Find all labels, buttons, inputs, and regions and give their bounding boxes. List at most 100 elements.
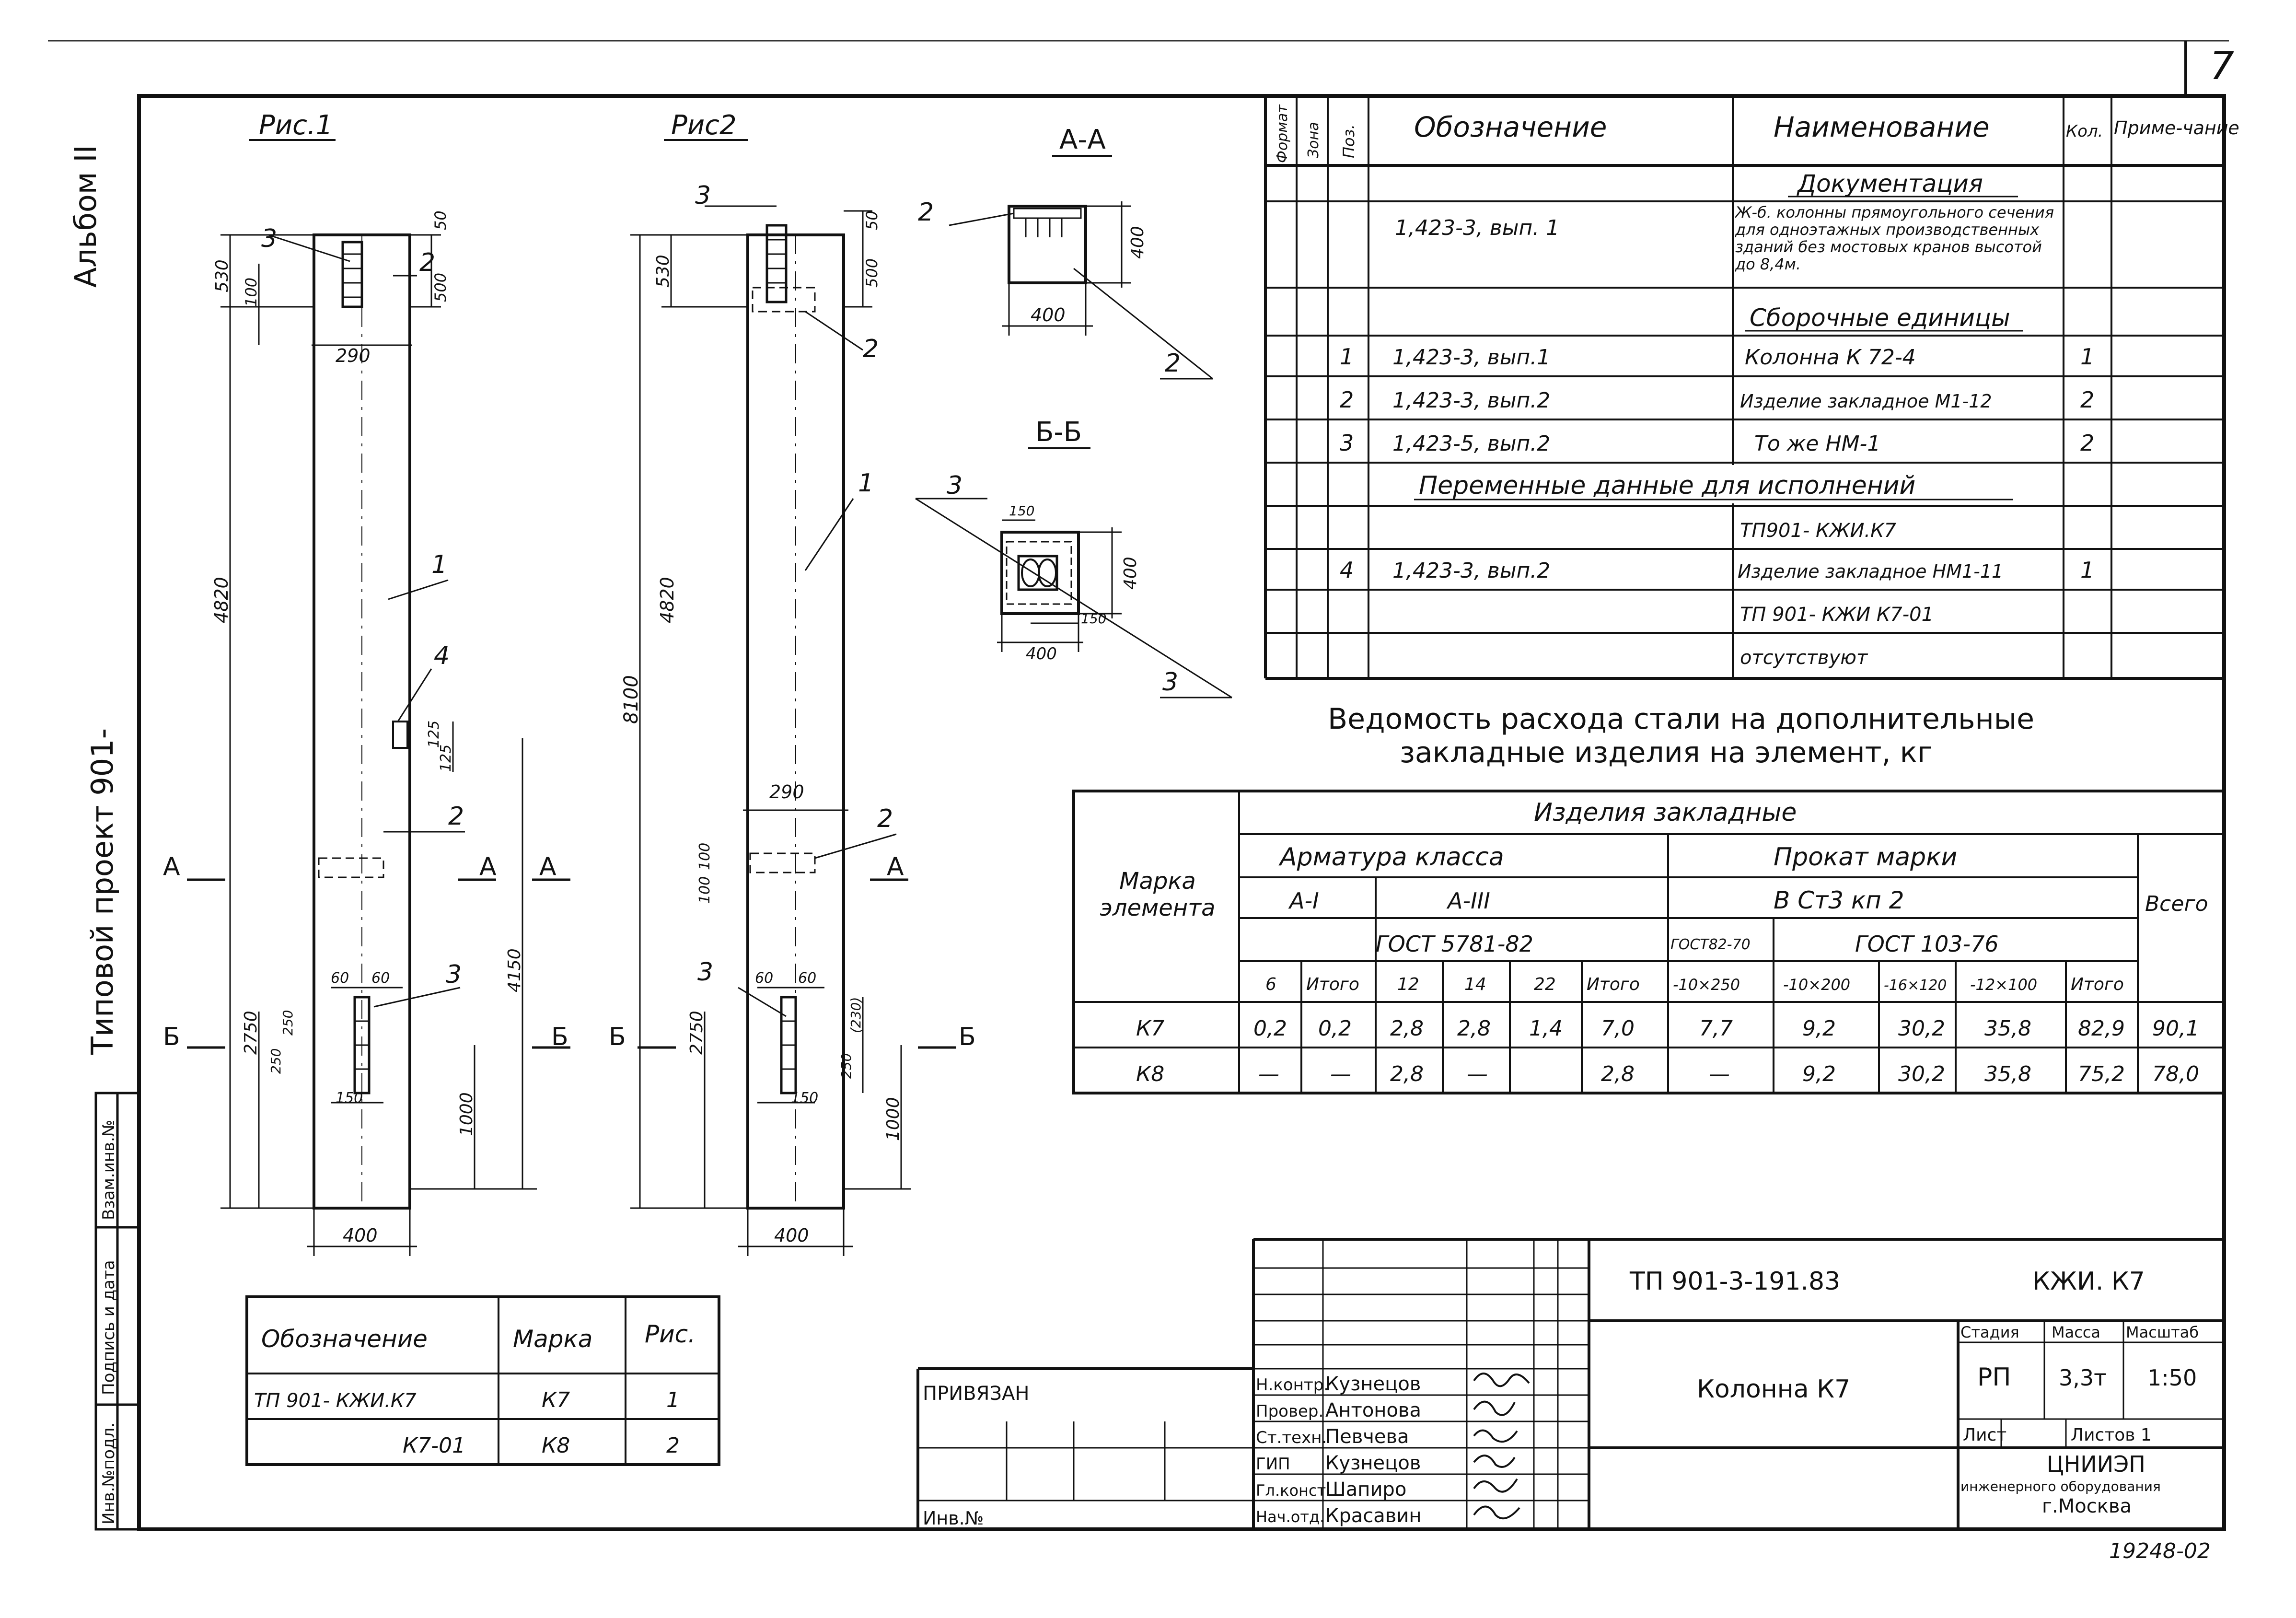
- spec-var-row2-qty: 1: [2080, 557, 2094, 583]
- left-stamp: [94, 1092, 140, 1531]
- steel-k7-mark: К7: [1136, 1016, 1164, 1041]
- steel-k7-v7: 9,2: [1802, 1016, 1836, 1041]
- steel-row-k8: К8 — — 2,8 — 2,8 — 9,2 30,2 35,8 75,2 78…: [1136, 1062, 2199, 1086]
- spec-header-name: Наименование: [1774, 111, 1990, 143]
- fig2-dim-1000: 1000: [883, 1097, 903, 1141]
- steel-k7-v10: 82,9: [2078, 1016, 2125, 1041]
- section-bb-title: Б-Б: [1035, 417, 1082, 448]
- steel-k7-v3: 2,8: [1457, 1016, 1491, 1041]
- section-aa: А-А 400 400 2 2: [918, 124, 1213, 380]
- section-aa-leader-2a: 2: [918, 198, 934, 227]
- stamp-sign-date: Подпись и дата: [99, 1260, 118, 1395]
- figure-2: Рис2: [532, 110, 976, 1256]
- stamp-vzam-inv: Взам.инв.№: [99, 1120, 118, 1220]
- fig1-dim-530: 530: [212, 259, 232, 292]
- fig2-leader-1: 1: [858, 469, 874, 498]
- title-block: ТП 901-3-191.83 КЖИ. К7 Колонна К7 Стади…: [916, 1238, 2224, 1529]
- section-aa-leader-2b: 2: [1165, 349, 1181, 378]
- steel-k8-v2: 2,8: [1390, 1062, 1424, 1086]
- steel-k8-v7: 9,2: [1802, 1062, 1836, 1086]
- fig2-leader-2a: 2: [863, 335, 879, 363]
- steel-gost-82: ГОСТ82-70: [1670, 936, 1751, 953]
- steel-rebar-header: Арматура класса: [1278, 843, 1504, 872]
- spec-header-designation: Обозначение: [1414, 111, 1607, 143]
- spec-variable-title: Переменные данные для исполнений: [1419, 471, 1915, 500]
- steel-total-header: Всего: [2145, 892, 2208, 916]
- steel-k7-v4: 1,4: [1529, 1016, 1563, 1041]
- fig1-dim-400: 400: [343, 1225, 378, 1246]
- fig2-dim-230: (230): [848, 997, 864, 1033]
- album-label: Альбом II: [68, 145, 103, 288]
- tb-mass-label: Масса: [2052, 1323, 2100, 1341]
- spec-header-format: Формат: [1274, 104, 1291, 163]
- spec-var-row1-name: ТП901- КЖИ.К7: [1740, 520, 1897, 542]
- spec-row4-name: Колонна К 72-4: [1745, 345, 1916, 370]
- steel-subcol-3: 14: [1464, 975, 1486, 994]
- tb-signer-role-3: ГИП: [1256, 1455, 1290, 1474]
- tb-signer-role-0: Н.контр.: [1256, 1375, 1329, 1395]
- steel-subcol-9: -12×100: [1970, 976, 2037, 994]
- fig1-title: Рис.1: [259, 110, 333, 141]
- tb-signer-name-4: Шапиро: [1325, 1478, 1406, 1501]
- spec-row6-name: То же НМ-1: [1754, 431, 1880, 456]
- fig2-dim-60b: 60: [798, 970, 816, 987]
- fig2-title: Рис2: [671, 110, 737, 141]
- tb-signer-role-4: Гл.конст.: [1256, 1481, 1331, 1500]
- steel-k8-v5: 2,8: [1601, 1062, 1635, 1086]
- steel-row-k7: К7 0,2 0,2 2,8 2,8 1,4 7,0 7,7 9,2 30,2 …: [1136, 1016, 2199, 1041]
- steel-k7-v8: 30,2: [1898, 1016, 1945, 1041]
- tb-doc-code: ТП 901-3-191.83: [1629, 1267, 1840, 1296]
- fig1-cut-a-left: А: [163, 852, 180, 881]
- tb-org-name: ЦНИИЭП: [2047, 1451, 2145, 1477]
- steel-mark-header-box: Марка элемента: [1100, 868, 1215, 921]
- fig2-dim-290: 290: [769, 781, 804, 803]
- steel-k8-v1: —: [1330, 1062, 1351, 1086]
- steel-subcol-5: Итого: [1587, 975, 1640, 994]
- stamp-inv-podl: Инв.№подл.: [99, 1422, 118, 1525]
- signature-scribbles: [1473, 1373, 1530, 1520]
- tb-sheet-code: КЖИ. К7: [2032, 1267, 2145, 1296]
- section-bb-dim-400h: 400: [1121, 557, 1140, 590]
- spec-var-row4-name: отсутствуют: [1740, 647, 1868, 669]
- section-bb-dim-400w: 400: [1026, 644, 1057, 663]
- project-label: Типовой проект 901-: [85, 728, 120, 1055]
- steel-table: Ведомость расхода стали на дополнительны…: [1072, 702, 2226, 1094]
- tb-signer-name-1: Антонова: [1325, 1399, 1421, 1421]
- steel-rolled-grade: В Ст3 кп 2: [1774, 886, 1904, 914]
- steel-k7-v1: 0,2: [1318, 1016, 1352, 1041]
- fig1-leader-4: 4: [434, 641, 450, 670]
- spec-row5-qty: 2: [2080, 387, 2094, 413]
- spec-section-assembly: Сборочные единицы: [1750, 304, 2010, 332]
- steel-k8-mark: К8: [1136, 1062, 1164, 1086]
- spec-section-documentation: Документация: [1797, 170, 1983, 198]
- marks-row1-fig: 1: [666, 1388, 680, 1412]
- archive-number: 19248-02: [2109, 1539, 2211, 1563]
- steel-k7-v2: 2,8: [1390, 1016, 1424, 1041]
- tb-stage: РП: [1977, 1363, 2011, 1392]
- steel-title-line1: Ведомость расхода стали на дополнительны…: [1328, 702, 2034, 736]
- fig1-dim-290: 290: [336, 345, 371, 366]
- steel-k7-v9: 35,8: [1984, 1016, 2031, 1041]
- steel-k7-v11: 90,1: [2152, 1016, 2199, 1041]
- fig1-cut-b-left: Б: [163, 1023, 180, 1051]
- fig2-dim-400: 400: [774, 1225, 809, 1246]
- fig1-dim-4150: 4150: [505, 948, 524, 992]
- spec-row6-designation: 1,423-5, вып.2: [1392, 431, 1550, 456]
- steel-subcol-1: Итого: [1306, 975, 1359, 994]
- tb-signer-role-1: Провер.: [1256, 1402, 1323, 1421]
- fig1-dim-2750: 2750: [241, 1011, 261, 1055]
- fig1-cut-a-right: А: [479, 852, 497, 881]
- fig1-dim-60b: 60: [371, 970, 390, 987]
- fig2-dim-500: 500: [863, 258, 881, 288]
- spec-row2-designation: 1,423-3, вып. 1: [1395, 216, 1559, 240]
- spec-header-pos: Поз.: [1340, 124, 1358, 158]
- fig1-dim-125a: 125: [426, 721, 442, 748]
- tb-inv: Инв.№: [923, 1508, 984, 1529]
- fig1-dim-60a: 60: [331, 970, 349, 987]
- section-bb-dim-150b: 150: [1081, 611, 1106, 627]
- steel-subcol-10: Итого: [2071, 975, 2124, 994]
- steel-k7-v0: 0,2: [1253, 1016, 1287, 1041]
- fig2-cut-a-right: А: [887, 852, 904, 881]
- fig2-leader-3b: 3: [697, 958, 713, 987]
